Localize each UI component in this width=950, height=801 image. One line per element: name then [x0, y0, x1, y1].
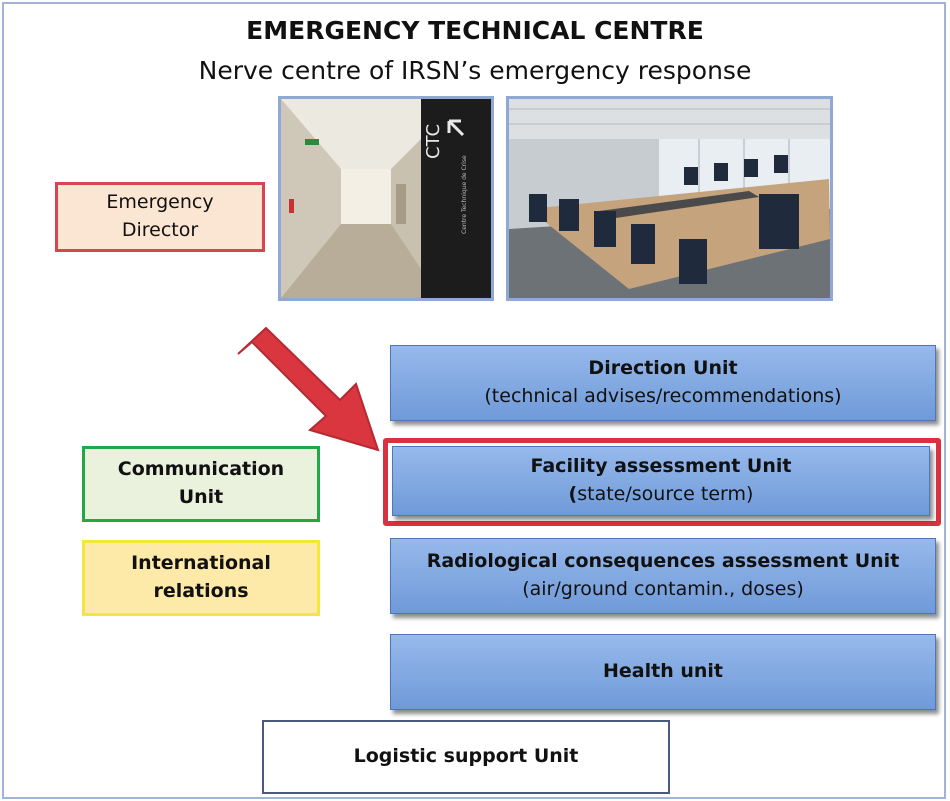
logistic-support-unit-box: Logistic support Unit [262, 720, 670, 794]
international-relations-line2: relations [153, 580, 249, 602]
radiological-unit-detail: (air/ground contamin., doses) [522, 578, 804, 600]
emergency-director-box: Emergency Director [55, 182, 265, 252]
communication-unit-line2: Unit [178, 486, 224, 508]
arrow-shape [237, 326, 380, 452]
facility-unit-name: Facility assessment Unit [530, 455, 792, 478]
meeting-room-photo [506, 96, 833, 301]
direction-unit-name: Direction Unit [588, 357, 738, 380]
page-title: EMERGENCY TECHNICAL CENTRE [246, 16, 704, 45]
health-unit-name: Health unit [603, 660, 723, 683]
direction-unit-detail: (technical advises/recommendations) [484, 385, 842, 407]
page-subtitle: Nerve centre of IRSN’s emergency respons… [198, 56, 752, 85]
facility-highlight-frame [383, 438, 941, 526]
meeting-room-image [509, 99, 830, 298]
corridor-image: CTC Centre Technique de Crise [281, 99, 491, 298]
logistic-support-unit-name: Logistic support Unit [353, 745, 579, 768]
facility-unit-box: Facility assessment Unit (state/source t… [392, 446, 930, 516]
ctc-sign: CTC [423, 124, 444, 159]
international-relations-box: International relations [82, 540, 320, 616]
health-unit-box: Health unit [390, 634, 936, 710]
pointer-arrow [237, 326, 380, 452]
corridor-photo: CTC Centre Technique de Crise [278, 96, 494, 301]
emergency-director-line2: Director [121, 219, 199, 241]
radiological-unit-name: Radiological consequences assessment Uni… [426, 550, 900, 573]
facility-unit-detail-paren: ( [568, 483, 578, 505]
facility-unit-detail: state/source term) [577, 483, 754, 505]
international-relations-line1: International [131, 552, 271, 575]
communication-unit-box: Communication Unit [82, 446, 320, 522]
direction-unit-box: Direction Unit (technical advises/recomm… [390, 345, 936, 421]
emergency-director-line1: Emergency [106, 191, 214, 214]
communication-unit-line1: Communication [117, 458, 285, 481]
ctc-sign-subtext: Centre Technique de Crise [461, 155, 468, 234]
radiological-unit-box: Radiological consequences assessment Uni… [390, 538, 936, 614]
